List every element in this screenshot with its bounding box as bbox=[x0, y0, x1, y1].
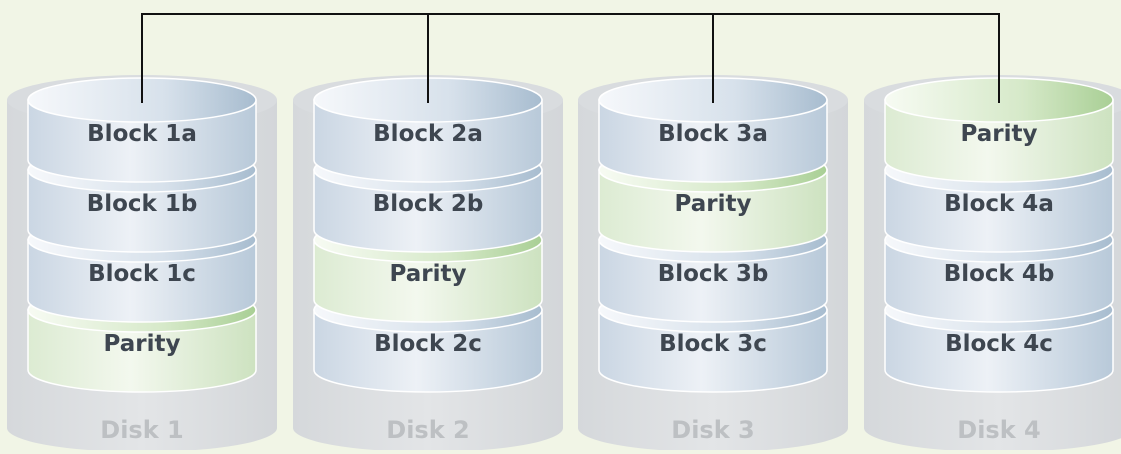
data-block-label: Block 2c bbox=[374, 331, 482, 357]
parity-block-label: Parity bbox=[104, 331, 181, 357]
parity-slice bbox=[884, 99, 1114, 183]
parity-block-label: Parity bbox=[675, 191, 752, 217]
disk-label: Disk 3 bbox=[671, 416, 754, 444]
data-block-label: Block 1b bbox=[87, 191, 198, 217]
parity-block-label: Parity bbox=[961, 121, 1038, 147]
data-slice bbox=[884, 309, 1114, 393]
data-block-label: Block 3b bbox=[658, 261, 769, 287]
data-slice bbox=[884, 169, 1114, 253]
data-slice bbox=[598, 239, 828, 323]
data-slice bbox=[27, 169, 257, 253]
data-slice bbox=[884, 239, 1114, 323]
data-slice bbox=[27, 239, 257, 323]
data-slice bbox=[598, 99, 828, 183]
disk-label: Disk 1 bbox=[100, 416, 183, 444]
parity-slice bbox=[598, 169, 828, 253]
data-block-label: Block 4c bbox=[945, 331, 1053, 357]
data-slice bbox=[27, 99, 257, 183]
data-block-label: Block 1c bbox=[88, 261, 196, 287]
data-block-label: Block 3a bbox=[658, 121, 768, 147]
data-slice bbox=[313, 99, 543, 183]
data-slice bbox=[313, 309, 543, 393]
parity-block-label: Parity bbox=[390, 261, 467, 287]
data-slice bbox=[313, 169, 543, 253]
data-block-label: Block 4a bbox=[944, 191, 1054, 217]
disk-label: Disk 4 bbox=[957, 416, 1040, 444]
data-block-label: Block 4b bbox=[944, 261, 1055, 287]
data-slice bbox=[598, 309, 828, 393]
data-block-label: Block 1a bbox=[87, 121, 197, 147]
data-block-label: Block 2b bbox=[373, 191, 484, 217]
parity-slice bbox=[27, 309, 257, 393]
data-block-label: Block 2a bbox=[373, 121, 483, 147]
disk-label: Disk 2 bbox=[386, 416, 469, 444]
data-block-label: Block 3c bbox=[659, 331, 767, 357]
connector-bus bbox=[141, 13, 1000, 103]
parity-slice bbox=[313, 239, 543, 323]
